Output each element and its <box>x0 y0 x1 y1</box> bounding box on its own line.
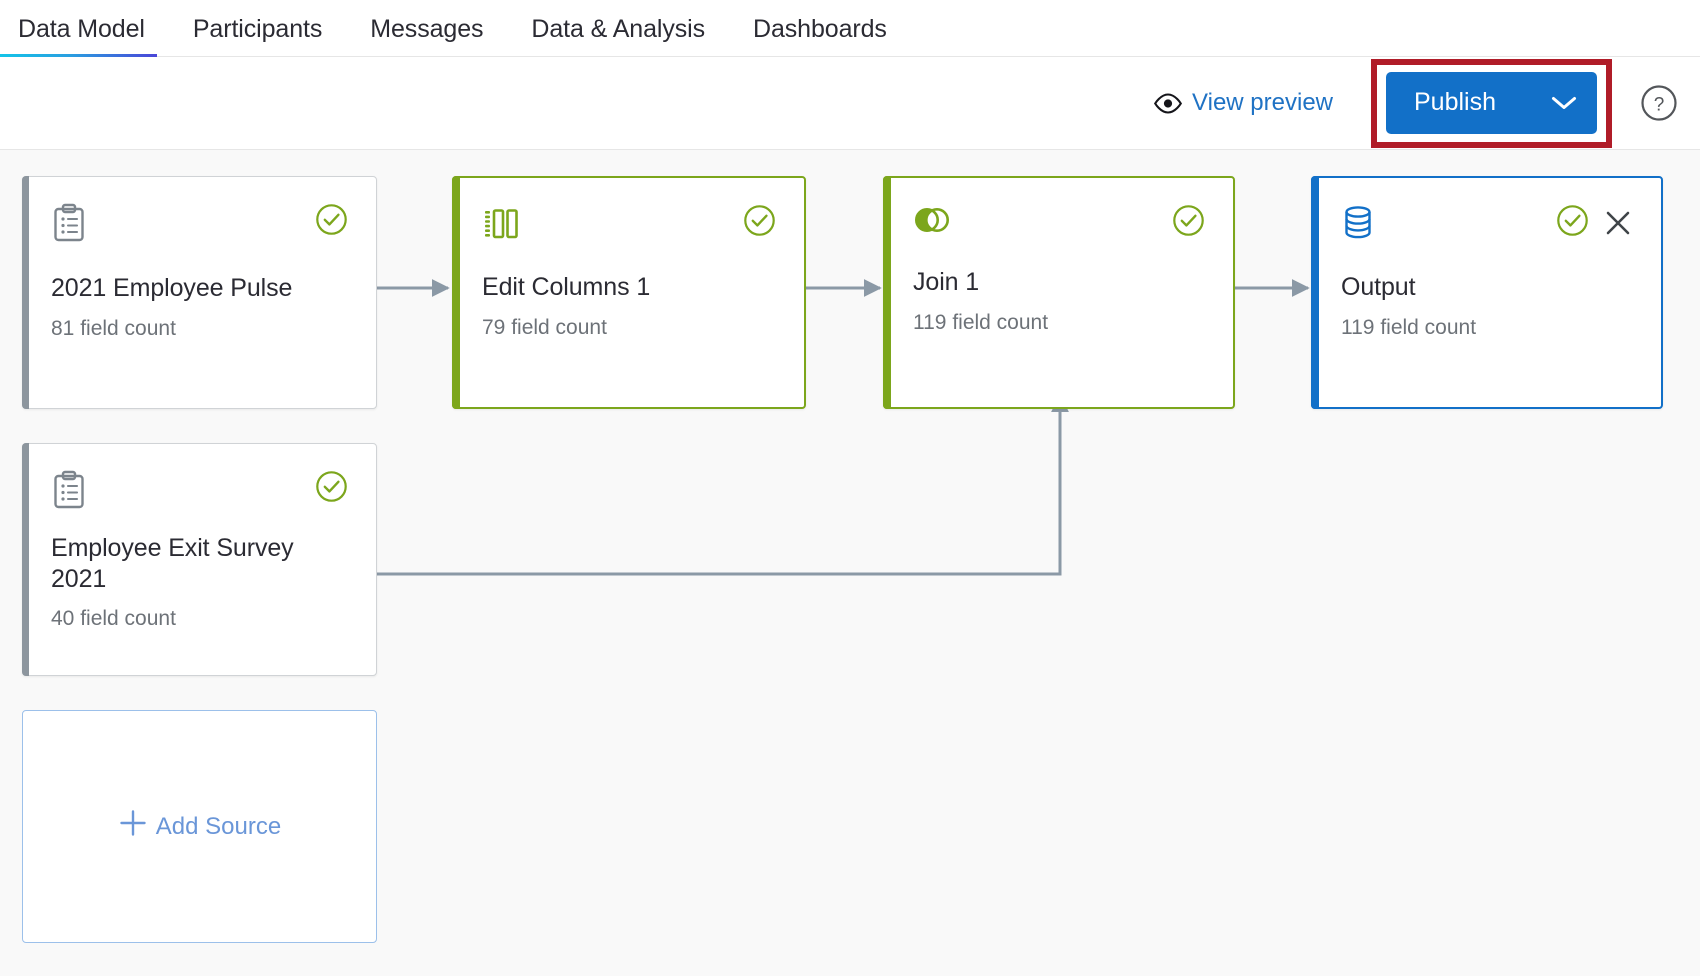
node-accent-bar <box>22 176 29 409</box>
clipboard-list-icon <box>51 203 87 248</box>
node-status-group <box>315 470 348 508</box>
node-title: Employee Exit Survey 2021 <box>51 534 294 593</box>
node-source-2021-employee-pulse[interactable]: 2021 Employee Pulse 81 field count <box>22 176 377 409</box>
tab-label: Data Model <box>18 15 145 43</box>
valid-check-icon <box>743 204 776 242</box>
publish-highlight-box: Publish <box>1371 58 1612 148</box>
tab-participants[interactable]: Participants <box>192 15 323 56</box>
svg-text:?: ? <box>1654 95 1665 116</box>
node-status-group <box>1556 204 1633 242</box>
node-subtitle: 119 field count <box>913 310 1049 334</box>
chevron-down-icon[interactable] <box>1551 95 1577 111</box>
node-title: 2021 Employee Pulse <box>51 274 293 302</box>
tab-data-and-analysis[interactable]: Data & Analysis <box>531 15 705 56</box>
database-icon <box>1341 204 1375 247</box>
view-preview-label: View preview <box>1192 89 1333 116</box>
valid-check-icon <box>1172 204 1205 242</box>
node-title: Edit Columns 1 <box>482 273 651 301</box>
node-accent-bar <box>452 176 460 409</box>
node-header <box>913 204 1205 242</box>
tab-messages[interactable]: Messages <box>370 15 483 56</box>
node-accent-bar <box>22 443 29 676</box>
edit-columns-icon <box>482 204 520 247</box>
valid-check-icon <box>1556 204 1589 242</box>
primary-navigation: Data Model Participants Messages Data & … <box>0 0 1700 58</box>
node-join-1[interactable]: Join 1 119 field count <box>883 176 1235 409</box>
node-header <box>51 203 348 248</box>
tab-label: Participants <box>192 15 323 43</box>
node-header <box>482 204 776 247</box>
tab-dashboards[interactable]: Dashboards <box>753 15 887 56</box>
nav-divider <box>0 56 1700 57</box>
clipboard-list-icon <box>51 470 87 515</box>
data-model-canvas: 2021 Employee Pulse 81 field count <box>0 149 1700 976</box>
add-source-label: Add Source <box>155 812 282 840</box>
join-venn-icon <box>913 204 951 241</box>
tab-label: Dashboards <box>753 15 887 43</box>
node-source-employee-exit-survey-2021[interactable]: Employee Exit Survey 2021 40 field count <box>22 443 377 676</box>
publish-label: Publish <box>1414 88 1496 116</box>
node-title: Join 1 <box>913 268 980 296</box>
node-header <box>51 470 348 515</box>
node-subtitle: 79 field count <box>482 315 607 339</box>
node-edit-columns-1[interactable]: Edit Columns 1 79 field count <box>452 176 806 409</box>
tab-label: Data & Analysis <box>531 15 706 43</box>
publish-button[interactable]: Publish <box>1386 71 1597 134</box>
node-subtitle: 81 field count <box>51 316 176 340</box>
valid-check-icon <box>315 203 348 241</box>
node-output[interactable]: Output 119 field count <box>1311 176 1663 409</box>
connector-layer <box>376 279 1310 576</box>
add-source-inner: Add Source <box>118 808 281 845</box>
valid-check-icon <box>315 470 348 508</box>
plus-icon <box>118 808 148 845</box>
tab-data-model[interactable]: Data Model <box>0 15 157 58</box>
node-accent-bar <box>1311 176 1319 409</box>
close-icon[interactable] <box>1603 208 1633 238</box>
node-status-group <box>743 204 776 242</box>
node-status-group <box>315 203 348 241</box>
view-preview-button[interactable]: View preview <box>1153 89 1333 117</box>
help-icon[interactable]: ? <box>1640 84 1678 122</box>
eye-icon <box>1153 92 1183 114</box>
node-subtitle: 119 field count <box>1341 315 1477 339</box>
tab-label: Messages <box>370 15 484 43</box>
add-source-card[interactable]: Add Source <box>22 710 377 943</box>
node-subtitle: 40 field count <box>51 607 176 630</box>
node-status-group <box>1172 204 1205 242</box>
node-header <box>1341 204 1633 247</box>
node-title: Output <box>1341 273 1416 301</box>
action-bar: View preview Publish ? <box>0 57 1700 149</box>
node-accent-bar <box>883 176 891 409</box>
